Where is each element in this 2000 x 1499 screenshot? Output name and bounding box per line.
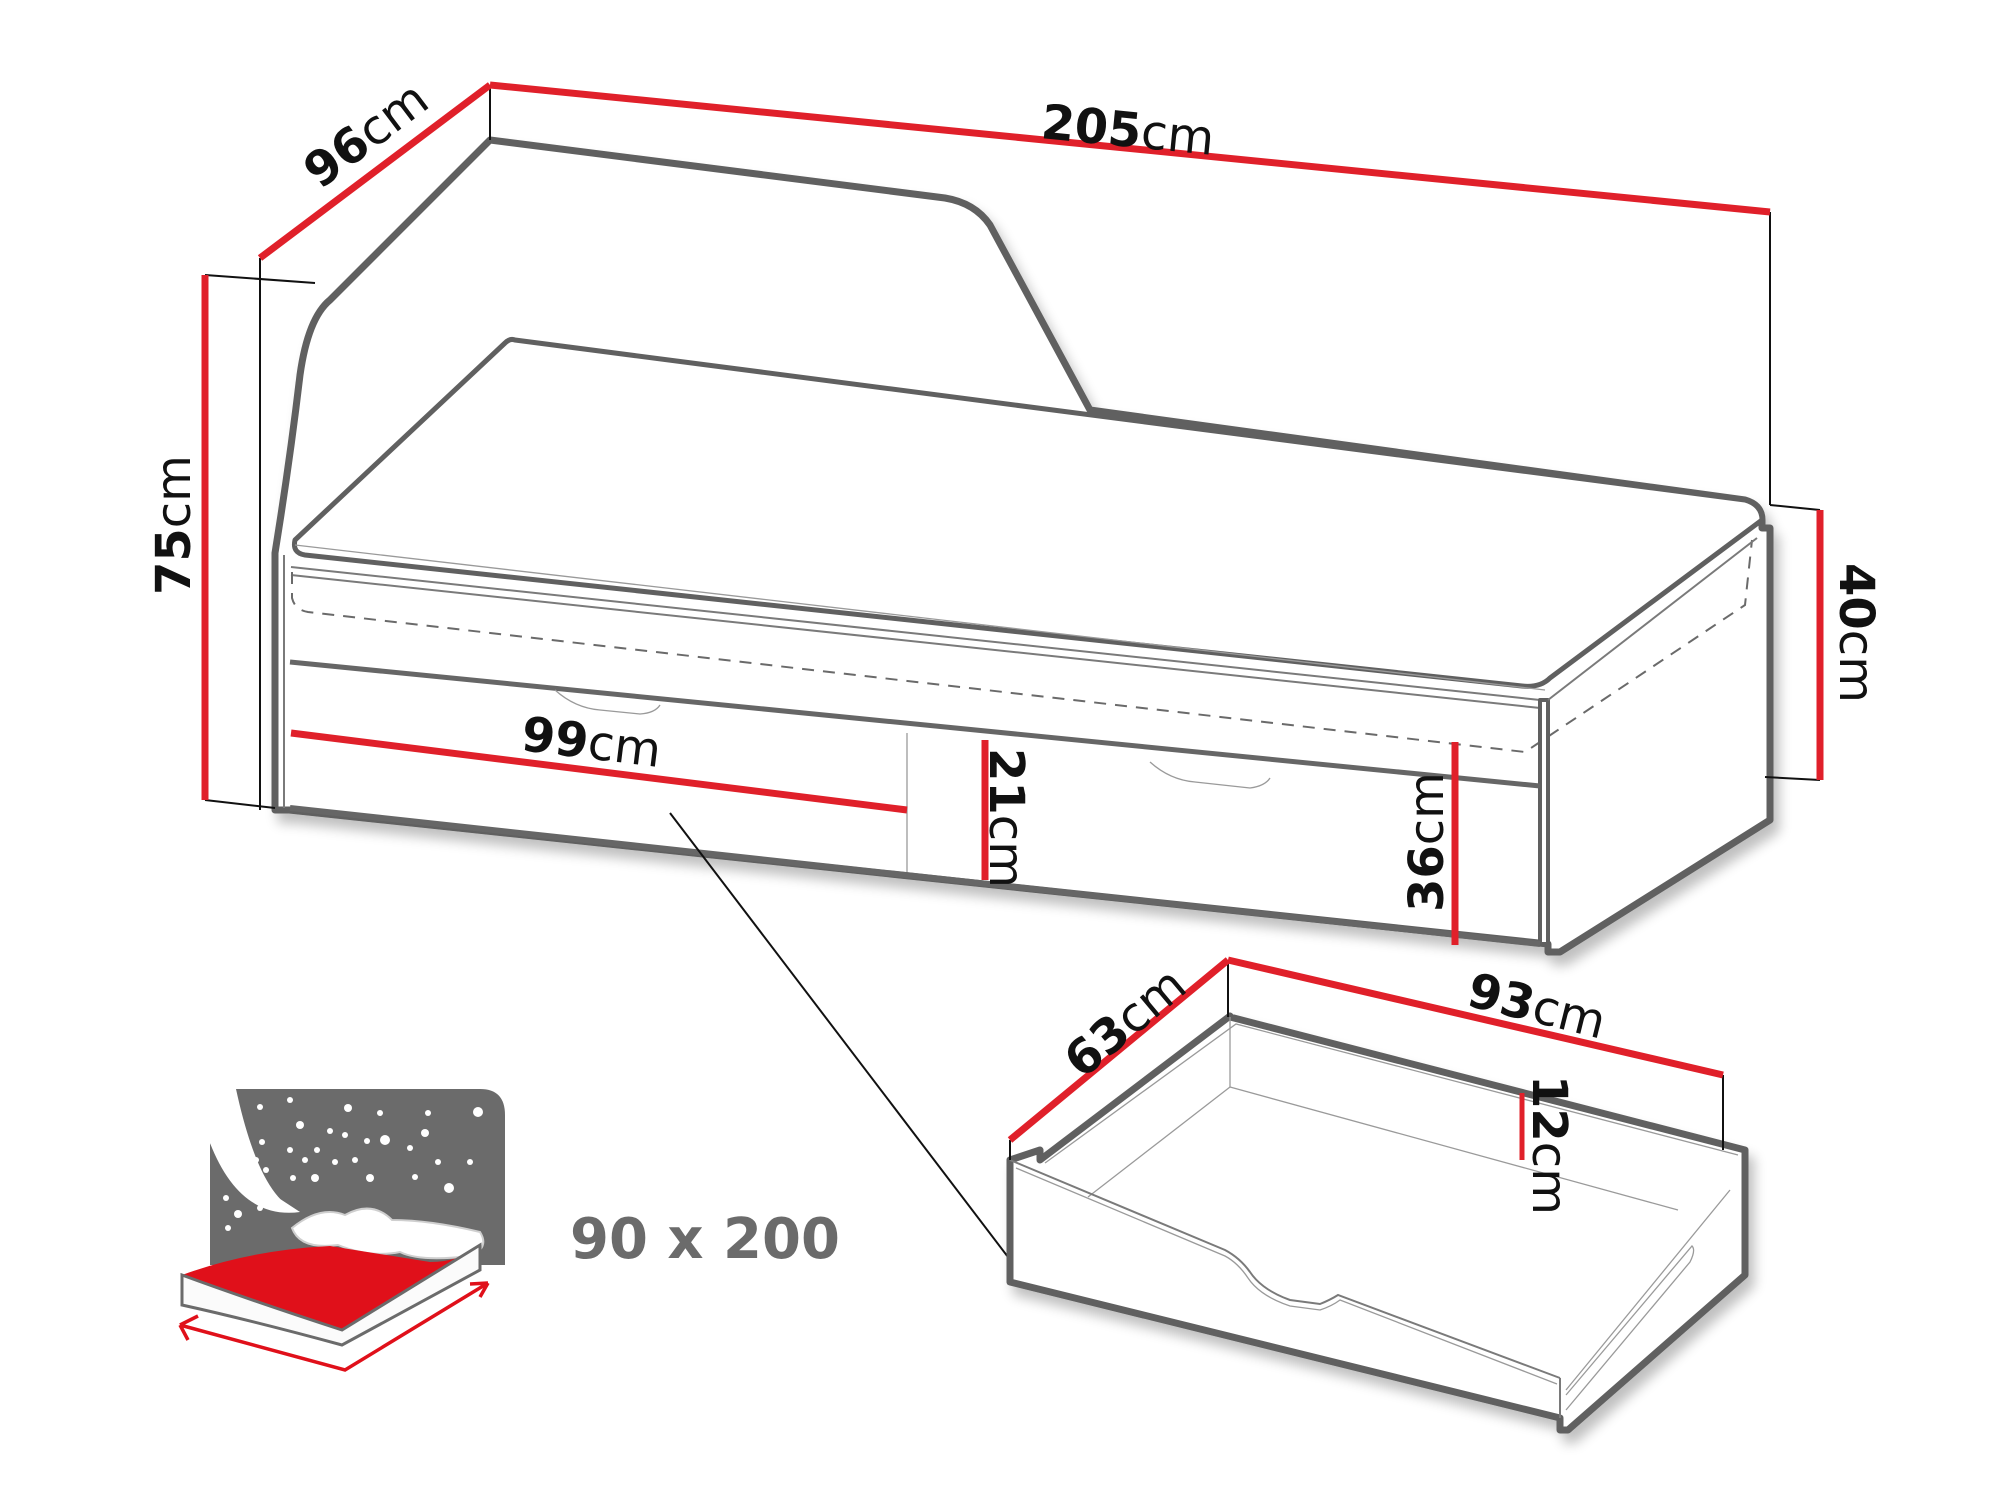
mattress-top xyxy=(292,336,1765,689)
drawer-body xyxy=(1006,1012,1749,1434)
mattress-edge-line xyxy=(294,544,1546,691)
dimension-lines xyxy=(201,81,1824,945)
label-75: 75cm xyxy=(146,455,202,595)
dim-line-63 xyxy=(1007,957,1231,1143)
drawer-dimension-lines xyxy=(1007,956,1724,1160)
drawer-extension-lines xyxy=(1009,960,1724,1160)
left-drawer-handle xyxy=(554,689,661,715)
dim-line-96 xyxy=(257,82,493,261)
bed-drawing xyxy=(271,136,1774,956)
drawer-front-top xyxy=(1009,1159,1561,1379)
drawer-drawing xyxy=(1006,1012,1749,1434)
night-sky-panel xyxy=(210,1089,505,1265)
label-93: 93cm xyxy=(1462,962,1611,1050)
frame-top-line-2 xyxy=(290,574,1541,709)
extension-lines xyxy=(204,85,1821,1283)
mattress-side xyxy=(180,1242,482,1347)
dim-line-205 xyxy=(489,81,1771,216)
width-arrow xyxy=(178,1281,490,1372)
dim-line-93 xyxy=(1227,956,1724,1079)
label-21: 21cm xyxy=(978,748,1034,888)
drawer-inner-floor-left xyxy=(1087,1086,1231,1198)
pillow xyxy=(290,1207,485,1260)
mattress-hidden-edge xyxy=(291,539,1753,754)
drawer-inner-floor-back xyxy=(1229,1086,1679,1211)
label-40: 40cm xyxy=(1828,563,1884,703)
dim-line-99 xyxy=(290,729,908,814)
bed-with-stars-icon: 90 x 200 xyxy=(178,1089,840,1372)
drawer-top-line xyxy=(289,659,1541,789)
mattress-size-label: 90 x 200 xyxy=(570,1207,840,1272)
label-205: 205cm xyxy=(1039,94,1217,167)
frame-top-line-1 xyxy=(290,566,1541,701)
drawer-side-rail-1 xyxy=(1565,1189,1731,1391)
drawer-callout-line xyxy=(669,812,1028,1283)
front-right-panel xyxy=(1538,698,1550,946)
stars xyxy=(223,1097,483,1231)
drawer-inner-rim xyxy=(1044,1023,1739,1164)
right-side-top-edge xyxy=(1547,537,1758,701)
label-99: 99cm xyxy=(519,706,665,779)
drawer-handle-cutout-inner xyxy=(1015,1167,1558,1385)
drawer-side-rail-2 xyxy=(1565,1245,1695,1411)
label-36: 36cm xyxy=(1399,772,1455,912)
right-drawer-handle xyxy=(1149,761,1271,789)
bed-base-line xyxy=(289,805,1541,947)
label-12: 12cm xyxy=(1521,1075,1577,1215)
